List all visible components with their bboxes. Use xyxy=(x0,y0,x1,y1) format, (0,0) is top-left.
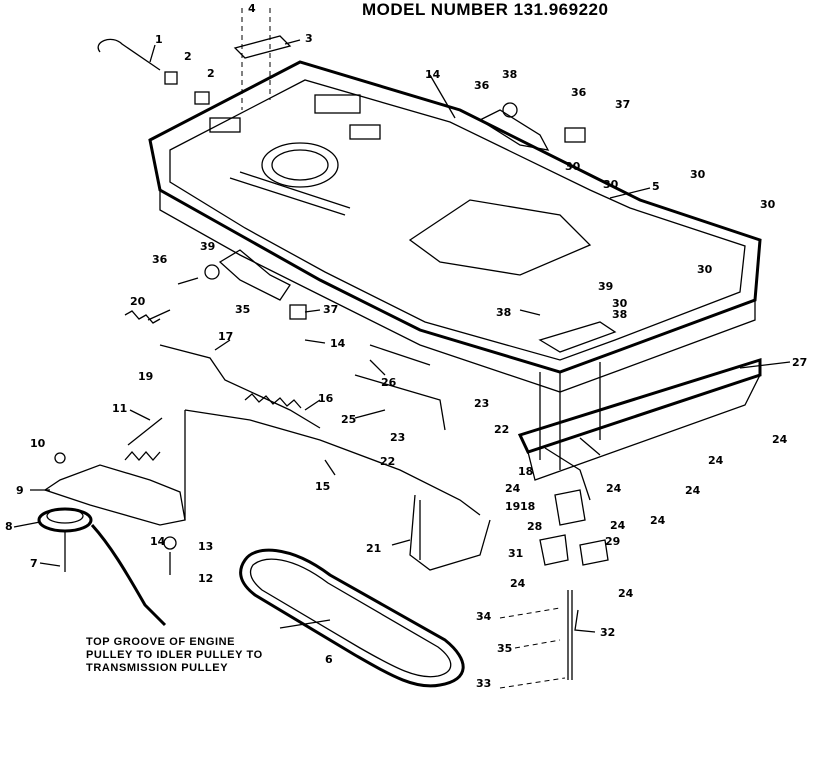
top-hardware xyxy=(97,8,586,320)
callout-14b: 14 xyxy=(330,337,346,350)
callout-25: 25 xyxy=(341,413,356,426)
callout-38b: 38 xyxy=(496,306,511,319)
callout-24c: 24 xyxy=(685,484,701,497)
callout-30d: 30 xyxy=(760,198,776,211)
callout-4: 4 xyxy=(248,2,256,15)
callout-5: 5 xyxy=(652,180,660,193)
callout-19: 19 xyxy=(138,370,153,383)
callout-14: 14 xyxy=(425,68,441,81)
callout-23: 23 xyxy=(474,397,489,410)
side-rail xyxy=(517,357,762,501)
callout-23b: 23 xyxy=(390,431,405,444)
callout-26: 26 xyxy=(381,376,397,389)
callout-34: 34 xyxy=(476,610,492,623)
note-line-1: TOP GROOVE OF ENGINE xyxy=(86,636,236,648)
callout-30c: 30 xyxy=(690,168,706,181)
callout-6: 6 xyxy=(325,653,333,666)
linkage-rods xyxy=(159,344,491,571)
callout-37: 37 xyxy=(615,98,630,111)
callout-22: 22 xyxy=(494,423,509,436)
model-number-title: MODEL NUMBER 131.969220 xyxy=(362,0,609,19)
chassis-plate xyxy=(148,60,762,470)
callout-38: 38 xyxy=(502,68,517,81)
callout-27: 27 xyxy=(792,356,807,369)
callout-28: 28 xyxy=(527,520,542,533)
callout-8: 8 xyxy=(5,520,13,533)
callout-19b: 19 xyxy=(505,500,520,513)
callout-numbers: 1 2 2 3 4 5 6 7 8 9 10 11 12 13 14 14 14… xyxy=(5,2,807,690)
callout-39: 39 xyxy=(200,240,215,253)
callout-2: 2 xyxy=(184,50,192,63)
callout-36c: 36 xyxy=(152,253,168,266)
callout-30e: 30 xyxy=(697,263,713,276)
callout-29: 29 xyxy=(605,535,620,548)
callout-36: 36 xyxy=(474,79,490,92)
callout-9: 9 xyxy=(16,484,24,497)
callout-21: 21 xyxy=(366,542,381,555)
callout-24b: 24 xyxy=(708,454,724,467)
leader-lines xyxy=(13,39,791,633)
callout-31: 31 xyxy=(508,547,523,560)
callout-18: 18 xyxy=(518,465,533,478)
callout-22b: 22 xyxy=(380,455,395,468)
callout-32: 32 xyxy=(600,626,615,639)
callout-24g: 24 xyxy=(505,482,521,495)
callout-24d: 24 xyxy=(650,514,666,527)
callout-24e: 24 xyxy=(606,482,622,495)
callout-33: 33 xyxy=(476,677,491,690)
lower-linkage xyxy=(499,489,609,689)
callout-3: 3 xyxy=(305,32,313,45)
callout-12: 12 xyxy=(198,572,213,585)
callout-35b: 35 xyxy=(497,642,512,655)
callout-10: 10 xyxy=(30,437,46,450)
callout-15: 15 xyxy=(315,480,330,493)
callout-24i: 24 xyxy=(618,587,634,600)
callout-7: 7 xyxy=(30,557,38,570)
callout-20: 20 xyxy=(130,295,146,308)
callout-24f: 24 xyxy=(610,519,626,532)
belt-routing-note: TOP GROOVE OF ENGINE PULLEY TO IDLER PUL… xyxy=(86,636,263,675)
callout-39b: 39 xyxy=(598,280,613,293)
callout-30a: 30 xyxy=(565,160,581,173)
callout-35: 35 xyxy=(235,303,250,316)
callout-13: 13 xyxy=(198,540,213,553)
idler-assembly xyxy=(37,452,186,575)
callout-24h: 24 xyxy=(510,577,526,590)
callout-16: 16 xyxy=(318,392,334,405)
callout-17: 17 xyxy=(218,330,233,343)
callout-18b: 18 xyxy=(520,500,535,513)
callout-38c: 38 xyxy=(612,308,627,321)
callout-2b: 2 xyxy=(207,67,215,80)
note-line-2: PULLEY TO IDLER PULLEY TO xyxy=(86,649,263,661)
springs xyxy=(124,310,302,461)
callout-30b: 30 xyxy=(603,178,619,191)
callout-24a: 24 xyxy=(772,433,788,446)
callout-11: 11 xyxy=(112,402,127,415)
callout-37b: 37 xyxy=(323,303,338,316)
callout-1: 1 xyxy=(155,33,163,46)
drive-belt xyxy=(90,523,465,688)
callout-14c: 14 xyxy=(150,535,166,548)
note-line-3: TRANSMISSION PULLEY xyxy=(86,662,229,674)
callout-36b: 36 xyxy=(571,86,587,99)
callout-30f: 30 xyxy=(612,297,628,310)
